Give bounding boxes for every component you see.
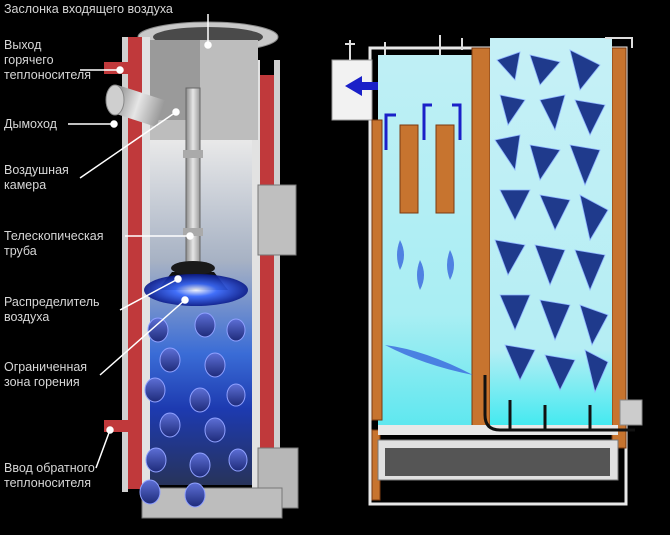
pyrolysis-boiler-cutaway [331,35,643,506]
baffle-right [435,124,455,214]
label-air-damper: Заслонка входящего воздуха [4,2,173,16]
label-hot-outlet-2: горячего [4,53,54,67]
baffle-left [399,124,419,214]
label-distributor-1: Распределитель [4,295,100,309]
label-telescopic-1: Телескопическая [4,229,104,243]
label-air-chamber-1: Воздушная [4,163,69,177]
chimney-pipe [105,84,166,128]
side-outlet [257,184,297,256]
fuel-pieces-icon [494,49,609,394]
flow-arrow-icon-group [384,103,462,150]
label-air-chamber-2: камера [4,178,47,192]
label-chimney: Дымоход [4,117,57,131]
flame-icon [144,274,248,306]
flow-arrow-icon [345,76,378,96]
leader-lines [68,14,212,469]
label-telescopic-2: труба [4,244,37,258]
label-combustion-2: зона горения [4,375,80,389]
flame-icon-wisps [385,240,473,375]
shaft-boiler-cutaway [68,14,299,519]
air-pipes [483,375,635,432]
label-return-inlet-1: Ввод обратного [4,461,95,475]
water-jacket-right [260,75,274,475]
label-return-inlet-2: теплоносителя [4,476,91,490]
label-distributor-2: воздуха [4,310,50,324]
water-jacket-left [128,37,142,489]
label-hot-outlet-1: Выход [4,38,42,52]
fuel-pieces-icon [139,312,248,508]
telescopic-tube [183,87,203,269]
label-hot-outlet-3: теплоносителя [4,68,91,82]
label-combustion-1: Ограниченная [4,360,88,374]
